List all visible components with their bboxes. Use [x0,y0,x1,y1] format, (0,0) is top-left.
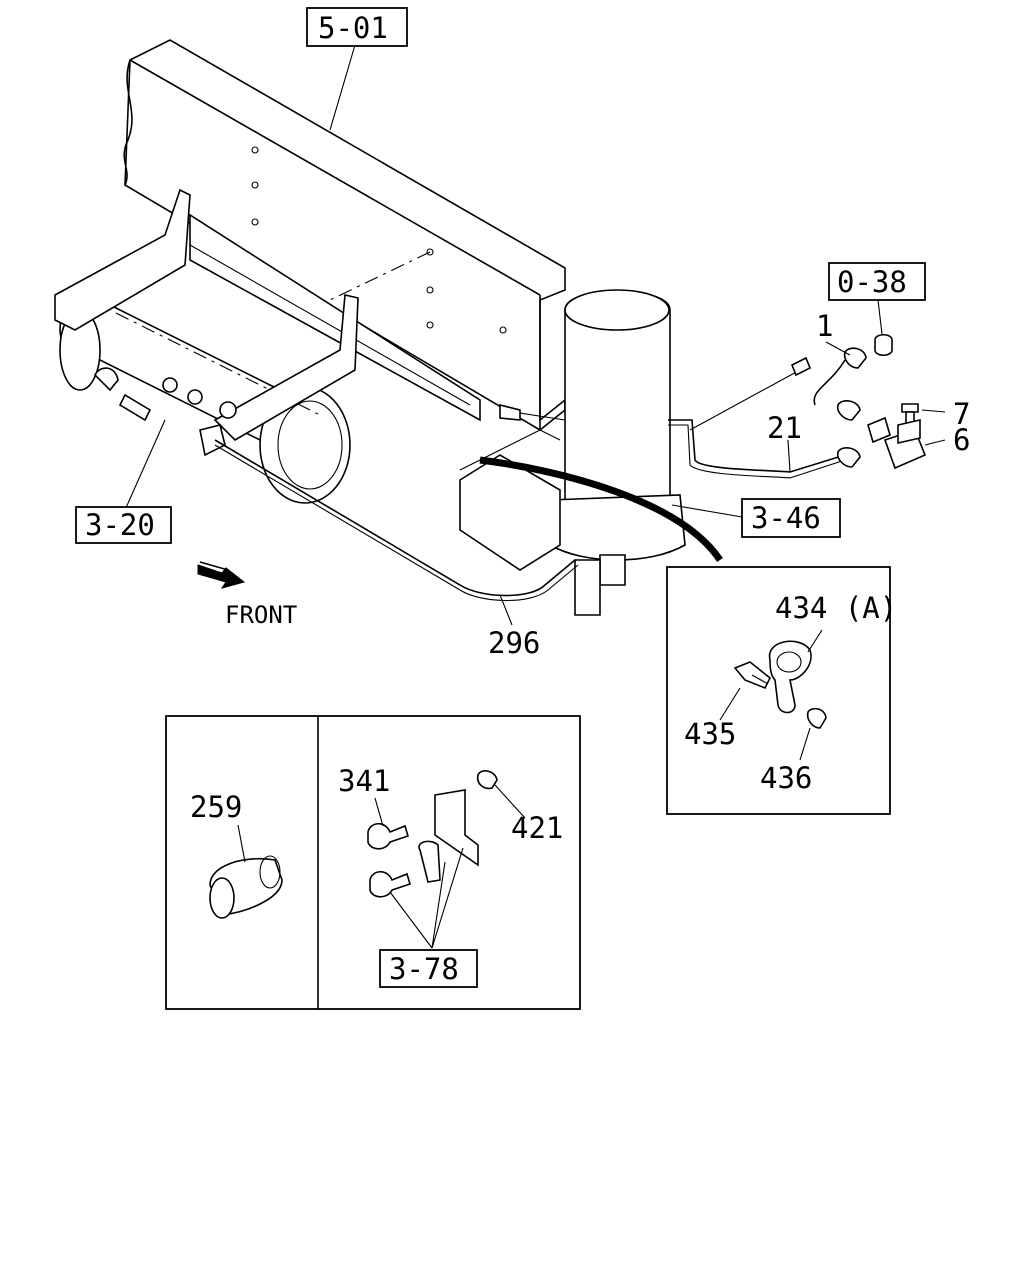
callout-436[interactable]: 436 [760,761,812,795]
ref-box-0-38[interactable]: 0-38 [828,262,926,301]
pipes [214,356,846,602]
frame-rail [123,39,566,431]
callout-1[interactable]: 1 [816,309,833,343]
front-arrow [197,561,246,589]
callout-7[interactable]: 7 [953,397,970,431]
air-dryer [459,289,686,616]
right-fittings [836,333,927,470]
callout-435[interactable]: 435 [684,717,736,751]
ref-box-5-01[interactable]: 5-01 [306,7,408,47]
detail-box-clip [666,566,891,815]
leader-lines [124,44,946,949]
callout-259[interactable]: 259 [190,790,242,824]
ref-box-3-78[interactable]: 3-78 [379,949,478,988]
callout-21[interactable]: 21 [767,411,802,445]
air-tank [54,188,359,504]
detail-box-collar-bracket [165,715,581,1010]
ref-label-3-46: 3-46 [751,501,821,535]
ref-label-0-38: 0-38 [837,265,907,299]
ref-label-3-78: 3-78 [389,952,459,986]
callout-6[interactable]: 6 [953,423,970,457]
callout-296[interactable]: 296 [488,626,540,660]
ref-label-3-20: 3-20 [85,508,155,542]
callout-434a[interactable]: 434 (A) [775,591,897,625]
callout-341[interactable]: 341 [338,764,390,798]
ref-label-5-01: 5-01 [318,11,388,45]
ref-box-3-20[interactable]: 3-20 [75,506,172,544]
ref-box-3-46[interactable]: 3-46 [741,498,841,538]
crossmember [189,213,481,422]
callout-421[interactable]: 421 [511,811,563,845]
front-label: FRONT [225,601,297,629]
